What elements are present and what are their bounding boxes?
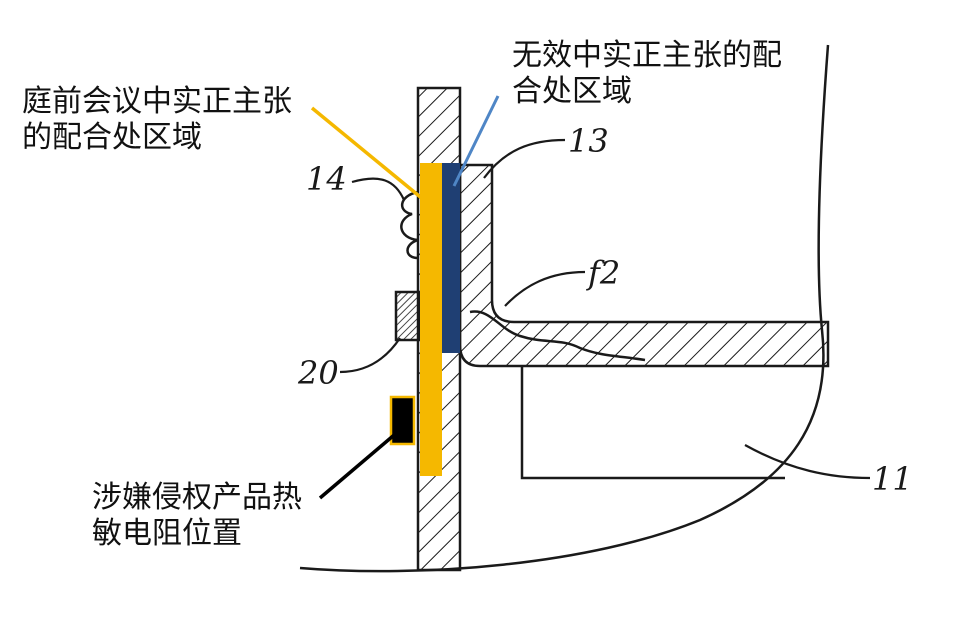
leader-14 <box>351 177 406 201</box>
leader-20 <box>339 337 401 374</box>
invalid-region-label: 无效中实正主张的配 合处区域 <box>512 38 782 109</box>
numeral-11: 11 <box>872 460 913 498</box>
pretrial-region-label: 庭前会议中实正主张 的配合处区域 <box>22 84 292 155</box>
leader-f2 <box>504 270 586 307</box>
part-14-squiggle <box>400 190 419 260</box>
pretrial-region-highlight <box>420 163 442 476</box>
leader-invalid-region <box>452 95 500 187</box>
f2-line <box>469 310 646 362</box>
housing-outline <box>299 44 830 573</box>
leader-pretrial-region <box>310 106 426 202</box>
l-bracket-13 <box>458 163 830 368</box>
numeral-f2: f2 <box>586 254 620 292</box>
leader-11 <box>744 444 871 480</box>
numeral-14: 14 <box>306 160 347 198</box>
numeral-20: 20 <box>297 354 339 392</box>
invalid-region-highlight <box>442 163 460 353</box>
part-20-block <box>394 290 422 342</box>
component-11-box <box>520 366 785 480</box>
leader-13 <box>483 138 566 179</box>
thermistor-label: 涉嫌侵权产品热 敏电阻位置 <box>92 480 302 551</box>
leader-thermistor <box>318 428 402 500</box>
numeral-13: 13 <box>568 122 609 160</box>
